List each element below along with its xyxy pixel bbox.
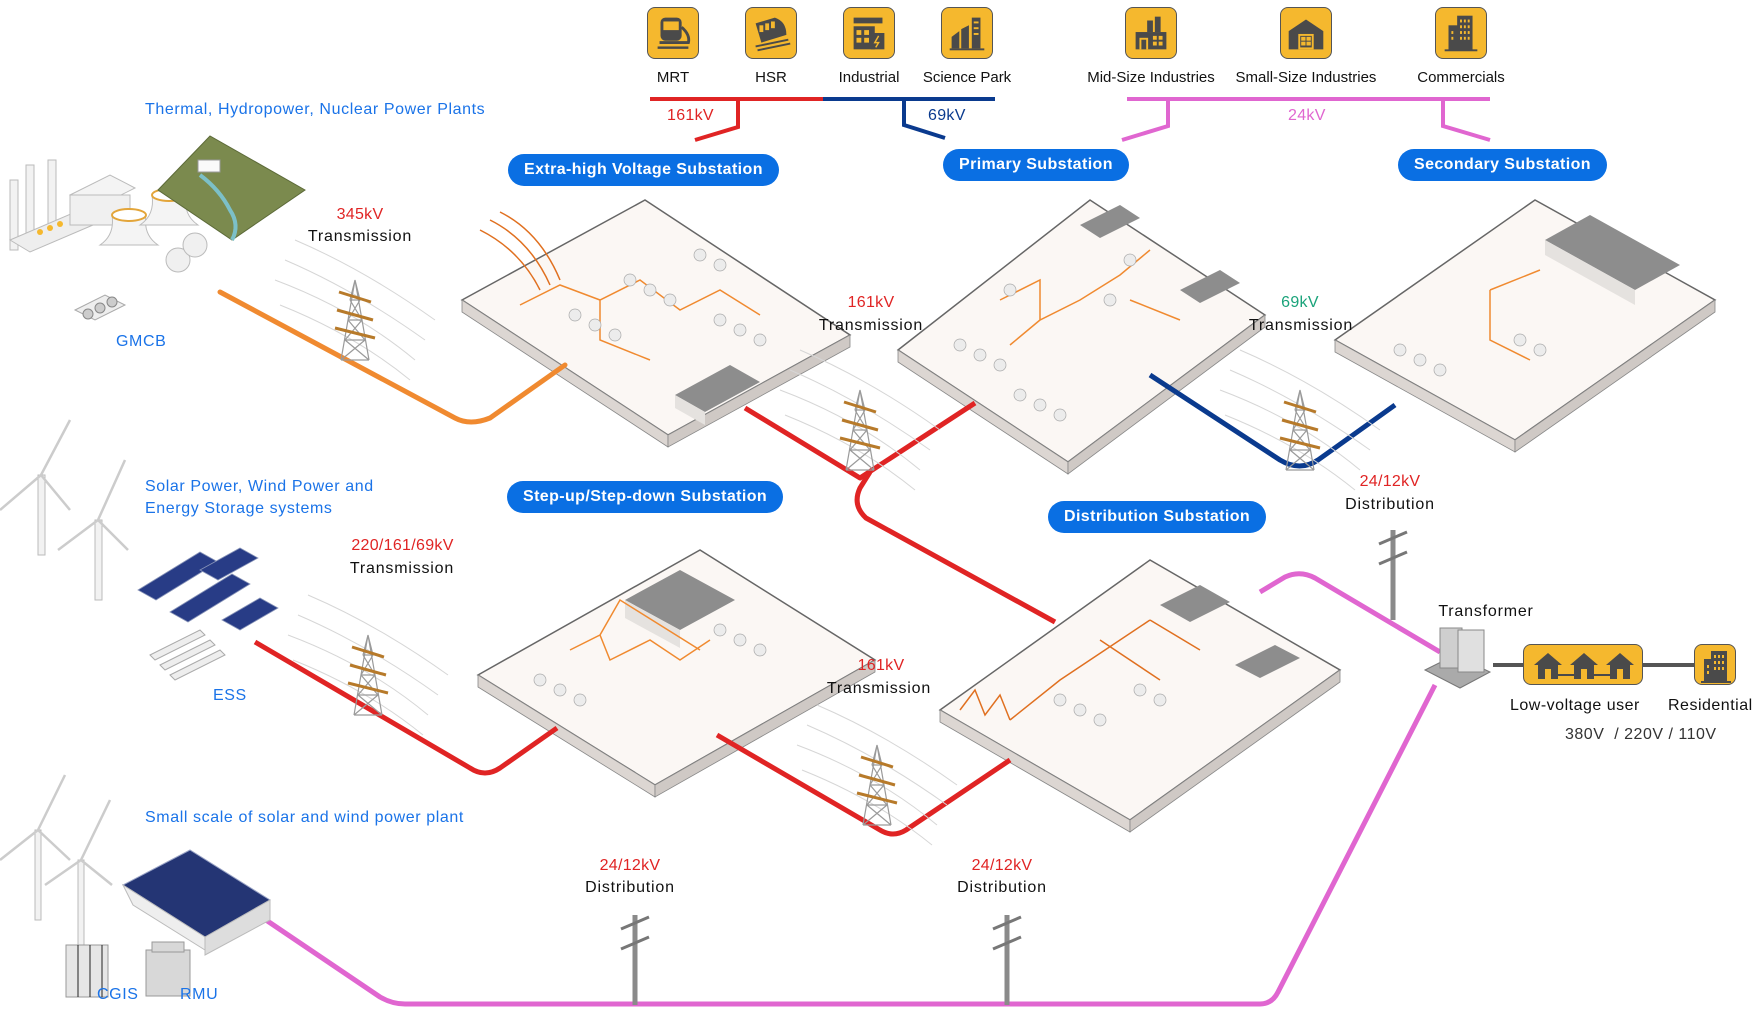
line-161kv-primary-to-distribution bbox=[854, 470, 1057, 625]
solar-array-icon bbox=[137, 547, 279, 631]
pole-distribution-right bbox=[1377, 528, 1409, 622]
link-69kv-voltage: 69kV bbox=[1281, 294, 1319, 311]
bus-161kv bbox=[650, 97, 823, 142]
transformer-label: Transformer bbox=[1438, 603, 1534, 620]
renewable-source-title-line2: Energy Storage systems bbox=[145, 500, 333, 517]
transformer-icon bbox=[1423, 627, 1492, 689]
secondary-substation-graphic bbox=[1333, 199, 1717, 453]
line-24kv-loop bbox=[261, 683, 1438, 1007]
science-park-buildings-icon bbox=[949, 17, 985, 51]
link-distribution-right-type: Distribution bbox=[1345, 496, 1435, 513]
rmu-label: RMU bbox=[180, 986, 219, 1003]
low-voltage-user-label: Low-voltage user bbox=[1510, 697, 1640, 714]
extra-high-voltage-substation-label: Extra-high Voltage Substation bbox=[508, 154, 779, 186]
line-161kv-ehv-to-primary bbox=[743, 400, 977, 481]
line-161kv-stepup-to-distribution bbox=[715, 732, 1012, 837]
link-distribution-mid-voltage: 24/12kV bbox=[971, 857, 1033, 874]
bus-label-69kv: 69kV bbox=[928, 107, 966, 124]
tower-161kv-bottom bbox=[796, 704, 958, 846]
primary-substation-label: Primary Substation bbox=[943, 149, 1129, 181]
link-345kv-voltage: 345kV bbox=[336, 206, 384, 223]
step-up-down-substation-graphic bbox=[476, 549, 877, 798]
consumer-icon-science-park bbox=[941, 7, 993, 59]
bus-label-161kv: 161kV bbox=[667, 107, 714, 124]
consumer-label-commercials: Commercials bbox=[1417, 69, 1505, 86]
link-161kv-bottom-voltage: 161kV bbox=[857, 657, 905, 674]
small-scale-source-title: Small scale of solar and wind power plan… bbox=[145, 809, 464, 826]
step-up-down-substation-label: Step-up/Step-down Substation bbox=[507, 481, 784, 513]
link-161kv-top-type: Transmission bbox=[818, 317, 924, 334]
link-161kv-bottom-type: Transmission bbox=[826, 680, 932, 697]
consumer-icon-commercials bbox=[1435, 7, 1487, 59]
consumer-label-mrt: MRT bbox=[656, 69, 690, 86]
distribution-substation-label: Distribution Substation bbox=[1048, 501, 1267, 533]
bus-69kv bbox=[823, 97, 995, 140]
low-voltage-user-icon-box bbox=[1523, 644, 1643, 685]
link-distribution-left-voltage: 24/12kV bbox=[599, 857, 661, 874]
link-69kv-type: Transmission bbox=[1248, 317, 1354, 334]
consumer-icon-mrt bbox=[647, 7, 699, 59]
cgis-icon bbox=[65, 944, 109, 998]
residential-icon-box bbox=[1694, 644, 1736, 685]
thermal-plant-icon bbox=[8, 159, 137, 253]
gmcb-icon bbox=[73, 294, 127, 321]
factory-power-icon bbox=[853, 17, 885, 50]
consumer-label-small-size-industries: Small-Size Industries bbox=[1235, 69, 1377, 86]
pole-distribution-mid bbox=[991, 913, 1023, 1007]
link-161kv-top-voltage: 161kV bbox=[847, 294, 895, 311]
bus-24kv bbox=[1121, 97, 1491, 142]
consumer-label-mid-size-industries: Mid-Size Industries bbox=[1087, 69, 1215, 86]
ess-label: ESS bbox=[213, 687, 247, 704]
primary-substation-graphic bbox=[896, 199, 1267, 475]
rmu-icon bbox=[145, 941, 191, 997]
consumer-label-hsr: HSR bbox=[755, 69, 787, 86]
consumer-icon-industrial bbox=[843, 7, 895, 59]
residential-label: Residential bbox=[1668, 697, 1753, 714]
ess-battery-icon bbox=[149, 629, 226, 681]
bus-label-24kv: 24kV bbox=[1288, 107, 1326, 124]
consumer-icon-mid-size-industries bbox=[1125, 7, 1177, 59]
renewable-source-title-line1: Solar Power, Wind Power and bbox=[145, 478, 374, 495]
line-24kv-distribution-to-transformer bbox=[1258, 571, 1442, 655]
link-distribution-mid-type: Distribution bbox=[957, 879, 1047, 896]
tower-220kv bbox=[287, 594, 449, 736]
cgis-label: CGIS bbox=[97, 986, 139, 1003]
tower-345kv bbox=[274, 239, 436, 381]
low-voltage-values: 380V / 220V / 110V bbox=[1565, 726, 1717, 743]
high-speed-rail-icon bbox=[755, 17, 791, 52]
extra-high-voltage-substation-graphic bbox=[460, 199, 852, 448]
link-345kv-type: Transmission bbox=[307, 228, 413, 245]
link-distribution-left-type: Distribution bbox=[585, 879, 675, 896]
gmcb-label: GMCB bbox=[116, 333, 167, 350]
consumer-label-industrial: Industrial bbox=[838, 69, 900, 86]
pole-distribution-left bbox=[619, 913, 651, 1007]
houses-icon bbox=[1534, 653, 1634, 679]
wind-turbines-icon bbox=[0, 419, 129, 601]
warehouse-icon bbox=[1288, 19, 1324, 50]
residential-building-icon bbox=[1701, 651, 1731, 683]
line-220kv bbox=[253, 639, 559, 776]
small-wind-turbines-icon bbox=[0, 774, 113, 951]
metro-train-icon bbox=[657, 17, 691, 49]
consumer-icon-hsr bbox=[745, 7, 797, 59]
thermal-source-title: Thermal, Hydropower, Nuclear Power Plant… bbox=[145, 101, 486, 118]
tower-69kv bbox=[1219, 349, 1381, 491]
hydropower-mountain-icon bbox=[157, 135, 306, 241]
factory-icon bbox=[1135, 16, 1167, 50]
line-69kv bbox=[1148, 372, 1397, 469]
link-220kv-type: Transmission bbox=[349, 560, 455, 577]
consumer-label-science-park: Science Park bbox=[922, 69, 1012, 86]
link-distribution-right-voltage: 24/12kV bbox=[1359, 473, 1421, 490]
distribution-substation-graphic bbox=[938, 559, 1342, 833]
line-345kv bbox=[217, 289, 568, 425]
secondary-substation-label: Secondary Substation bbox=[1398, 149, 1607, 181]
consumer-icon-small-size-industries bbox=[1280, 7, 1332, 59]
link-220kv-voltage: 220/161/69kV bbox=[351, 537, 454, 554]
office-building-icon bbox=[1444, 15, 1478, 52]
rooftop-solar-house-icon bbox=[121, 849, 271, 956]
